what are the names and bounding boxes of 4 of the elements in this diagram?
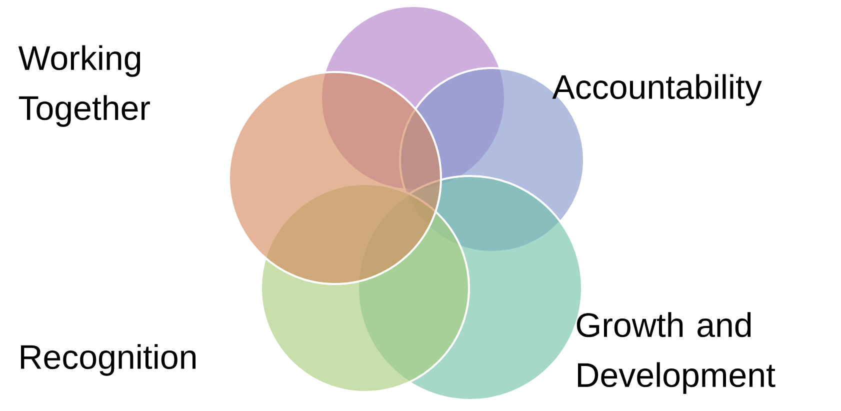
circle-label: Recognition <box>21 344 196 376</box>
circle-label: Growth and Development <box>576 312 776 394</box>
circle-label: Accountability <box>552 74 762 106</box>
circle-label: Working Together <box>18 45 150 127</box>
